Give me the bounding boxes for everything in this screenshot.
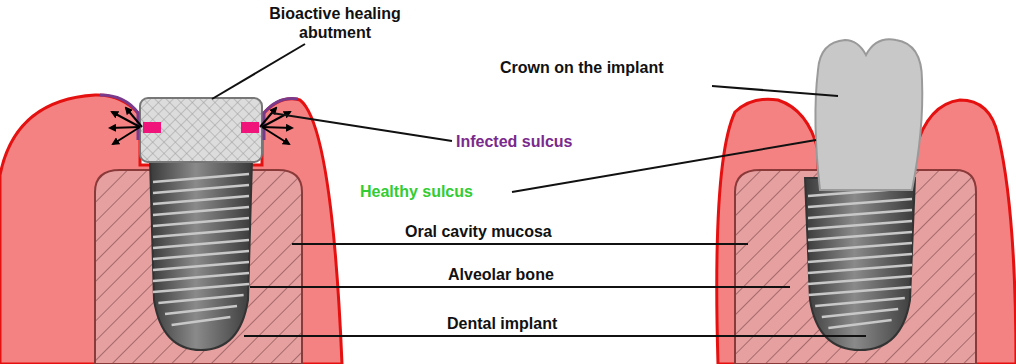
screw-thread bbox=[172, 317, 231, 325]
release-arrows bbox=[110, 108, 292, 144]
screw-thread bbox=[165, 306, 237, 314]
screw-thread bbox=[808, 265, 912, 273]
mucosa-left bbox=[0, 95, 342, 364]
bioactive-layer bbox=[143, 122, 161, 133]
screw-thread bbox=[153, 251, 249, 259]
infected-sulcus bbox=[264, 99, 298, 140]
screw-thread bbox=[153, 262, 249, 270]
part-label: Dental implant bbox=[447, 314, 647, 333]
screw-thread bbox=[153, 174, 249, 182]
screw-thread bbox=[153, 284, 249, 292]
screw-thread bbox=[153, 185, 249, 193]
part-label: Crown on the implant bbox=[500, 58, 710, 77]
screw-thread bbox=[808, 276, 912, 284]
bone-right bbox=[735, 170, 976, 364]
screw-thread bbox=[808, 232, 912, 240]
screw-thread bbox=[822, 309, 898, 317]
leader-lines bbox=[212, 44, 866, 336]
screw-thread bbox=[828, 320, 891, 328]
screw-thread bbox=[809, 287, 912, 295]
screw-thread bbox=[153, 196, 249, 204]
screw-thread bbox=[153, 273, 249, 281]
healing-abutment bbox=[140, 98, 262, 162]
bioactive-layer bbox=[241, 122, 259, 133]
implant-left bbox=[150, 160, 252, 350]
screw-thread bbox=[808, 210, 912, 218]
screw-thread bbox=[158, 295, 243, 303]
screw-thread bbox=[153, 240, 249, 248]
screw-thread bbox=[153, 218, 249, 226]
screw-thread bbox=[808, 254, 912, 262]
screw-thread bbox=[153, 229, 249, 237]
part-label: Bioactive healing abutment bbox=[250, 4, 420, 42]
part-label: Healthy sulcus bbox=[360, 182, 510, 201]
screw-thread bbox=[808, 199, 912, 207]
infected-sulcus bbox=[100, 95, 138, 140]
screw-thread bbox=[808, 243, 912, 251]
screw-thread bbox=[808, 221, 912, 229]
screw-thread bbox=[815, 298, 905, 306]
implant-right bbox=[805, 178, 915, 350]
part-label: Oral cavity mucosa bbox=[405, 222, 645, 241]
crown bbox=[815, 39, 922, 190]
part-label: Alveolar bone bbox=[448, 265, 648, 284]
screw-thread bbox=[153, 207, 249, 215]
part-label: Infected sulcus bbox=[456, 132, 656, 151]
